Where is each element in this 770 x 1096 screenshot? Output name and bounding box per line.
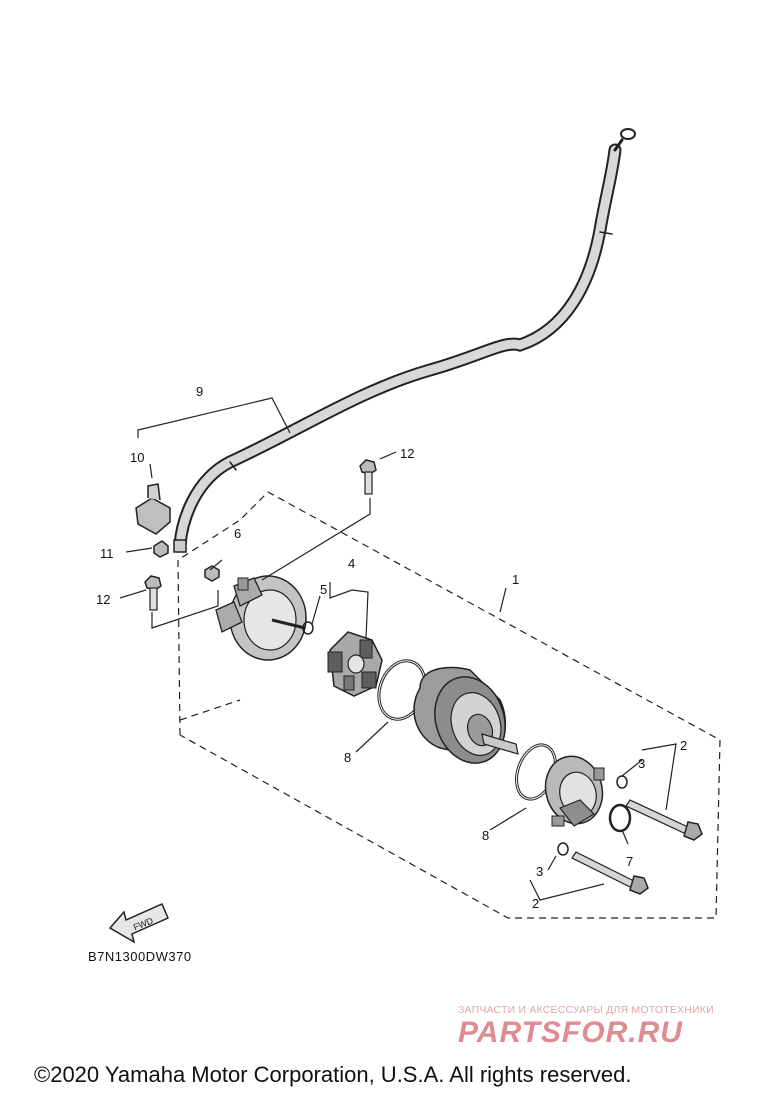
rear-cover (544, 755, 605, 827)
callout-1: 1 (512, 572, 519, 587)
cable-terminal-lower (173, 539, 187, 553)
callout-7: 7 (626, 854, 633, 869)
callout-2-lower: 2 (532, 896, 539, 911)
cable-ring-terminal (620, 128, 636, 140)
copyright-notice: ©2020 Yamaha Motor Corporation, U.S.A. A… (34, 1062, 632, 1087)
nut (153, 540, 169, 558)
bolt-lower (144, 575, 162, 611)
callout-11: 11 (100, 546, 114, 561)
callout-8-upper: 8 (344, 750, 351, 765)
leader-lines (119, 397, 677, 901)
watermark-logo: PARTSFOR.RU (458, 1016, 683, 1049)
callout-2-upper: 2 (680, 738, 687, 753)
diagram-code: B7N1300DW370 (88, 949, 192, 964)
small-o-ring (302, 621, 314, 635)
callout-6: 6 (234, 526, 241, 541)
small-o-ring-bolt-lower (557, 842, 569, 856)
terminal-nut (204, 565, 220, 582)
callout-12-lower: 12 (96, 592, 110, 607)
long-bolt-lower (571, 851, 649, 895)
watermark-tagline: ЗАПЧАСТИ И АКСЕССУАРЫ ДЛЯ МОТОТЕХНИКИ (458, 1004, 714, 1016)
assembly-boundary (177, 491, 721, 919)
o-ring-rear (608, 803, 632, 833)
starter-cable (173, 128, 636, 553)
callout-3-lower: 3 (536, 864, 543, 879)
callout-9: 9 (196, 384, 203, 399)
callout-5: 5 (320, 582, 327, 597)
starter-yoke (413, 666, 519, 764)
callout-3-upper: 3 (638, 756, 645, 771)
small-o-ring-bolt-upper (616, 775, 628, 789)
callout-12-upper: 12 (400, 446, 414, 461)
fwd-arrow: FWD (108, 903, 169, 944)
bolt-upper (359, 459, 377, 495)
callout-4: 4 (348, 556, 355, 571)
callout-10: 10 (130, 450, 144, 465)
brush-holder (327, 631, 383, 697)
long-bolt-upper (625, 799, 703, 841)
terminal-cover (135, 483, 171, 535)
callout-8-lower: 8 (482, 828, 489, 843)
front-cover (215, 575, 307, 661)
